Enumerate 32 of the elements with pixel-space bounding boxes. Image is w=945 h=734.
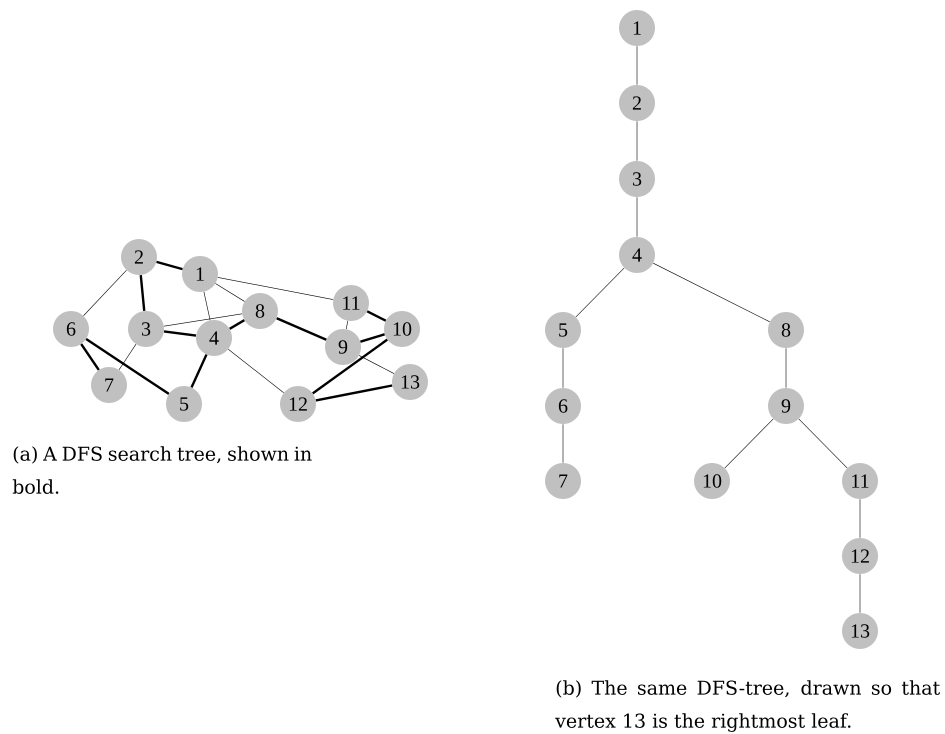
graph-edge bbox=[83, 270, 127, 316]
caption: (a) A DFS search tree, shown in bold. bbox=[12, 446, 312, 494]
graph-edge bbox=[316, 384, 392, 402]
graph-edge bbox=[80, 343, 100, 371]
graph-edge bbox=[218, 277, 334, 300]
graph-edge bbox=[636, 196, 638, 238]
graph-edge bbox=[652, 262, 770, 322]
graph-edge bbox=[204, 291, 210, 321]
graph-edge bbox=[312, 338, 388, 394]
graph-edge bbox=[140, 275, 146, 311]
graph-edge bbox=[798, 418, 848, 468]
graph-edge bbox=[118, 344, 136, 370]
graph-edge bbox=[276, 317, 327, 341]
graph-edge bbox=[346, 320, 348, 330]
graph-edge bbox=[228, 348, 284, 394]
graph-edge bbox=[156, 260, 183, 270]
graph-edge bbox=[164, 314, 242, 326]
graph-edge bbox=[724, 418, 774, 468]
graph-edge bbox=[190, 354, 208, 388]
graph-edge bbox=[562, 424, 564, 464]
graph-edge bbox=[229, 319, 245, 330]
graph-edge bbox=[164, 330, 196, 337]
graph-edge bbox=[358, 355, 394, 374]
graph-edge bbox=[360, 333, 385, 343]
graph-edge bbox=[215, 283, 245, 302]
graph-edge bbox=[636, 46, 638, 86]
caption: (b) The same DFS-tree, drawn so that vertex 13 is the rightmost leaf. bbox=[555, 680, 940, 732]
graph-edge bbox=[366, 310, 386, 322]
graph-edge bbox=[86, 338, 170, 395]
graph-edge bbox=[562, 348, 564, 388]
graph-edge bbox=[636, 120, 638, 162]
graph-edge bbox=[575, 268, 625, 318]
